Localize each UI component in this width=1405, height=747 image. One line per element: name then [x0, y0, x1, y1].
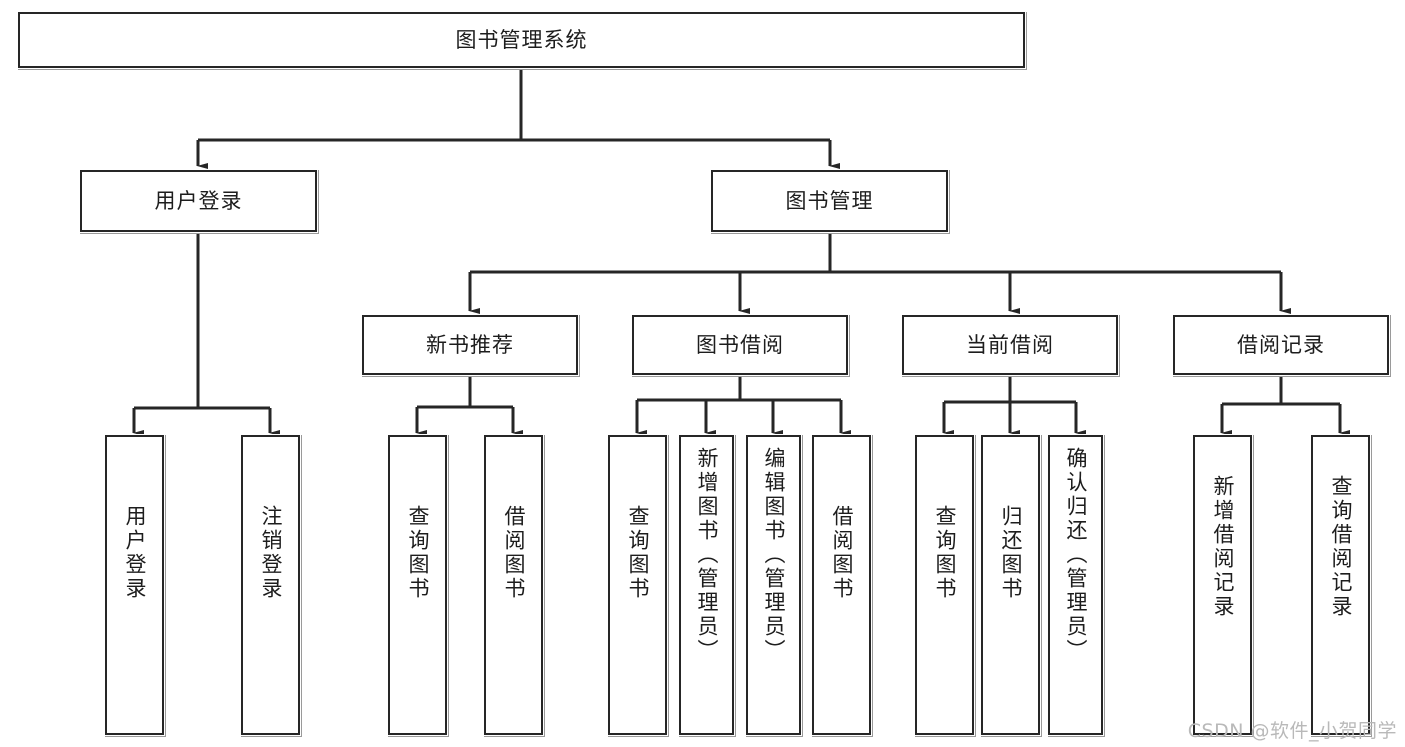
leaf-user-login[interactable]: 用户登录 [105, 435, 164, 735]
leaf-query-book-current[interactable]: 查询图书 [915, 435, 974, 735]
node-label: 借阅图书 [502, 505, 526, 601]
leaf-confirm-return-admin[interactable]: 确认归还（管理员） [1048, 435, 1103, 735]
node-label: 用户登录 [154, 188, 243, 213]
node-new-book-recommend[interactable]: 新书推荐 [362, 315, 578, 375]
leaf-user-logout[interactable]: 注销登录 [241, 435, 300, 735]
node-label: 归还图书 [999, 505, 1023, 601]
leaf-borrow-book[interactable]: 借阅图书 [812, 435, 871, 735]
node-label: 查询图书 [406, 505, 430, 601]
node-label: 借阅记录 [1237, 332, 1325, 357]
leaf-return-book[interactable]: 归还图书 [981, 435, 1040, 735]
node-label: 编辑图书（管理员） [762, 447, 786, 663]
node-label: 查询借阅记录 [1329, 475, 1353, 619]
leaf-add-borrow-record[interactable]: 新增借阅记录 [1193, 435, 1252, 735]
leaf-borrow-book-recommend[interactable]: 借阅图书 [484, 435, 543, 735]
node-borrow-record[interactable]: 借阅记录 [1173, 315, 1389, 375]
node-label: 当前借阅 [966, 332, 1054, 357]
node-label: 确认归还（管理员） [1064, 447, 1088, 663]
node-label: 图书管理 [785, 188, 874, 213]
node-label: 图书管理系统 [455, 27, 588, 52]
node-book-management[interactable]: 图书管理 [711, 170, 948, 232]
node-label: 注销登录 [259, 505, 283, 601]
node-label: 用户登录 [123, 505, 147, 601]
node-label: 图书借阅 [696, 332, 784, 357]
node-label: 借阅图书 [830, 505, 854, 601]
node-label: 新增图书（管理员） [695, 447, 719, 663]
node-label: 新增借阅记录 [1211, 475, 1235, 619]
node-label: 新书推荐 [426, 332, 514, 357]
node-label: 查询图书 [933, 505, 957, 601]
watermark: CSDN @软件_小贺同学 [1187, 720, 1397, 742]
leaf-query-book-recommend[interactable]: 查询图书 [388, 435, 447, 735]
leaf-query-book-borrow[interactable]: 查询图书 [608, 435, 667, 735]
node-label: 查询图书 [626, 505, 650, 601]
node-user-login[interactable]: 用户登录 [80, 170, 317, 232]
node-current-borrow[interactable]: 当前借阅 [902, 315, 1118, 375]
leaf-edit-book-admin[interactable]: 编辑图书（管理员） [746, 435, 801, 735]
node-book-borrow[interactable]: 图书借阅 [632, 315, 848, 375]
leaf-add-book-admin[interactable]: 新增图书（管理员） [679, 435, 734, 735]
leaf-query-borrow-record[interactable]: 查询借阅记录 [1311, 435, 1370, 735]
node-root-book-management-system[interactable]: 图书管理系统 [18, 12, 1025, 68]
